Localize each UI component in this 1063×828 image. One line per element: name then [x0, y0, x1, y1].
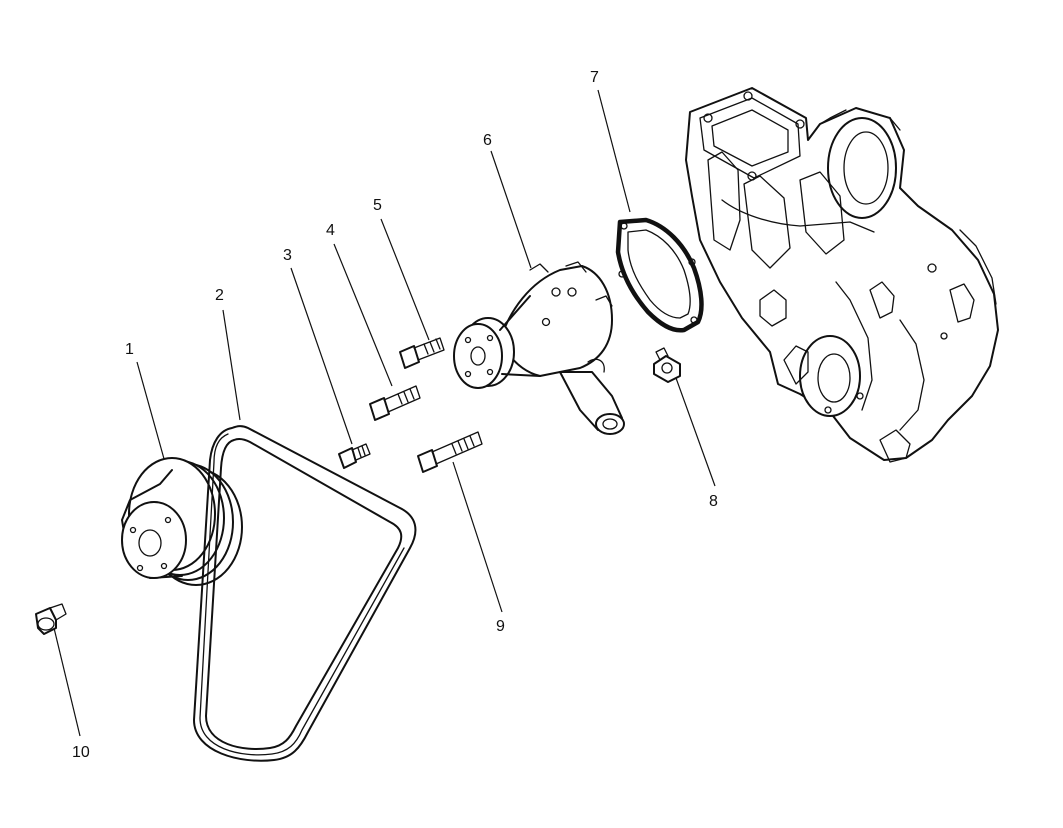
bolt-short — [338, 443, 371, 469]
gear-case — [685, 87, 999, 463]
leader-6 — [490, 150, 532, 269]
bolt-upper — [399, 337, 445, 369]
leader-7 — [597, 89, 631, 213]
plug — [35, 603, 67, 635]
sensor-switch — [653, 347, 681, 383]
leader-5 — [380, 218, 430, 341]
leader-lines — [53, 89, 716, 737]
leader-8 — [675, 377, 716, 487]
bolt-medium — [369, 385, 421, 421]
callout-7: 7 — [590, 69, 599, 86]
water-pump — [453, 261, 625, 435]
callout-6: 6 — [483, 132, 492, 149]
callout-2: 2 — [215, 287, 224, 304]
v-belt — [193, 425, 417, 762]
callout-3: 3 — [283, 247, 292, 264]
callout-5: 5 — [373, 197, 382, 214]
leader-9 — [452, 461, 503, 613]
leader-2 — [222, 309, 241, 421]
callout-1: 1 — [125, 341, 134, 358]
bolt-long — [417, 431, 483, 473]
callout-10: 10 — [72, 744, 90, 761]
leader-10 — [53, 627, 81, 737]
leader-1 — [136, 361, 167, 467]
pulley — [121, 457, 243, 586]
callout-4: 4 — [326, 222, 335, 239]
callout-8: 8 — [709, 493, 718, 510]
callout-9: 9 — [496, 618, 505, 635]
leader-4 — [333, 243, 393, 387]
leader-3 — [290, 267, 353, 445]
gasket — [615, 217, 704, 333]
